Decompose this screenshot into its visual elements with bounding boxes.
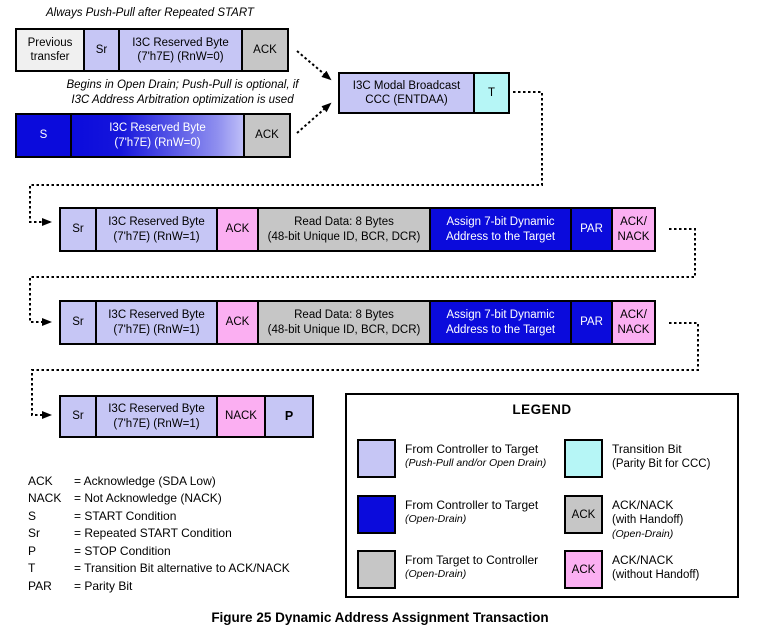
box-ack-nack: ACK/ NACK bbox=[611, 300, 656, 345]
definition-text: = Acknowledge (SDA Low) bbox=[74, 473, 216, 488]
box-read-data: Read Data: 8 Bytes (48-bit Unique ID, BC… bbox=[257, 300, 431, 345]
legend-sublabel: (Open-Drain) bbox=[405, 513, 467, 525]
transfer-row-entdaa: I3C Modal Broadcast CCC (ENTDAA) T bbox=[338, 72, 510, 114]
box-i3c-reserved-byte-r: I3C Reserved Byte (7'h7E) (RnW=1) bbox=[95, 207, 218, 252]
box-sr: Sr bbox=[59, 300, 97, 345]
annotation-push-pull-after-start: Always Push-Pull after Repeated START bbox=[46, 7, 254, 19]
definition-text: = START Condition bbox=[74, 508, 177, 523]
definition-term: PAR bbox=[28, 578, 52, 593]
legend-item-ack-with-handoff: ACK ACK/NACK (with Handoff) (Open-Drain) bbox=[564, 495, 683, 542]
definition-s: S = START Condition bbox=[28, 507, 290, 525]
box-start: S bbox=[15, 113, 72, 158]
legend-label: From Controller to Target bbox=[405, 442, 539, 456]
definition-term: Sr bbox=[28, 526, 40, 541]
legend-swatch-blue bbox=[357, 495, 396, 534]
definition-term: ACK bbox=[28, 473, 53, 488]
box-sr: Sr bbox=[83, 28, 120, 72]
box-modal-broadcast-ccc: I3C Modal Broadcast CCC (ENTDAA) bbox=[338, 72, 475, 114]
box-previous-transfer: Previous transfer bbox=[15, 28, 85, 72]
legend-label: ACK/NACK bbox=[612, 553, 674, 567]
box-i3c-reserved-byte-gradient: I3C Reserved Byte (7'h7E) (RnW=0) bbox=[70, 113, 245, 158]
legend-item-ack-without-handoff: ACK ACK/NACK (without Handoff) bbox=[564, 550, 699, 589]
legend-label: From Target to Controller bbox=[405, 553, 539, 567]
legend-label: ACK/NACK bbox=[612, 498, 674, 512]
box-i3c-reserved-byte-r: I3C Reserved Byte (7'h7E) (RnW=1) bbox=[95, 395, 218, 438]
legend-swatch-pink-ack: ACK bbox=[564, 550, 603, 589]
box-read-data: Read Data: 8 Bytes (48-bit Unique ID, BC… bbox=[257, 207, 431, 252]
definition-t: T = Transition Bit alternative to ACK/NAC… bbox=[28, 560, 290, 578]
definition-sr: Sr = Repeated START Condition bbox=[28, 525, 290, 543]
box-ack-nack: ACK/ NACK bbox=[611, 207, 656, 252]
transfer-row-start: S I3C Reserved Byte (7'h7E) (RnW=0) ACK bbox=[15, 113, 291, 158]
box-parity: PAR bbox=[570, 207, 613, 252]
legend-item-controller-push-pull: From Controller to Target (Push-Pull and… bbox=[357, 439, 546, 478]
definition-par: PAR = Parity Bit bbox=[28, 577, 290, 595]
legend-label: Transition Bit bbox=[612, 442, 682, 456]
box-sr: Sr bbox=[59, 395, 97, 438]
definition-term: NACK bbox=[28, 491, 62, 506]
legend-sublabel: (with Handoff) bbox=[612, 514, 684, 526]
legend-item-target-to-controller: From Target to Controller (Open-Drain) bbox=[357, 550, 538, 589]
box-sr: Sr bbox=[59, 207, 97, 252]
definition-text: = Parity Bit bbox=[74, 578, 133, 593]
legend-swatch-gray-ack: ACK bbox=[564, 495, 603, 534]
definition-term: S bbox=[28, 508, 37, 523]
legend-title: LEGEND bbox=[512, 402, 572, 417]
box-nack: NACK bbox=[216, 395, 266, 438]
legend-sublabel: (Parity Bit for CCC) bbox=[612, 458, 711, 470]
box-assign-address: Assign 7-bit Dynamic Address to the Targ… bbox=[429, 300, 572, 345]
box-ack: ACK bbox=[216, 300, 259, 345]
definition-text: = Repeated START Condition bbox=[74, 526, 232, 541]
legend-box: LEGEND From Controller to Target (Push-P… bbox=[345, 393, 739, 598]
legend-swatch-gray bbox=[357, 550, 396, 589]
legend-swatch-cyan bbox=[564, 439, 603, 478]
definition-text: = Not Acknowledge (NACK) bbox=[74, 491, 222, 506]
legend-sublabel: (without Handoff) bbox=[612, 569, 700, 581]
annotation-open-drain-optional: Begins in Open Drain; Push-Pull is optio… bbox=[66, 79, 299, 106]
box-ack-handoff: ACK bbox=[241, 28, 289, 72]
transfer-row-repeated-start: Previous transfer Sr I3C Reserved Byte (… bbox=[15, 28, 289, 72]
legend-sublabel-italic: (Open-Drain) bbox=[612, 527, 674, 540]
box-i3c-reserved-byte-r: I3C Reserved Byte (7'h7E) (RnW=1) bbox=[95, 300, 218, 345]
transfer-row-daa-1: Sr I3C Reserved Byte (7'h7E) (RnW=1) ACK… bbox=[59, 207, 656, 252]
box-ack-handoff: ACK bbox=[243, 113, 291, 158]
box-transition-bit: T bbox=[473, 72, 510, 114]
transfer-row-exit: Sr I3C Reserved Byte (7'h7E) (RnW=1) NAC… bbox=[59, 395, 314, 438]
figure-caption: Figure 25 Dynamic Address Assignment Tra… bbox=[211, 610, 549, 625]
definition-nack: NACK = Not Acknowledge (NACK) bbox=[28, 490, 290, 508]
box-stop: P bbox=[264, 395, 314, 438]
legend-sublabel: (Push-Pull and/or Open Drain) bbox=[405, 457, 547, 469]
definition-term: T bbox=[28, 561, 36, 576]
definition-p: P = STOP Condition bbox=[28, 542, 290, 560]
legend-item-controller-open-drain: From Controller to Target (Open-Drain) bbox=[357, 495, 538, 534]
legend-sublabel: (Open-Drain) bbox=[405, 568, 467, 580]
definition-text: = STOP Condition bbox=[74, 543, 171, 558]
abbreviation-definitions: ACK = Acknowledge (SDA Low) NACK = Not Ack… bbox=[28, 472, 290, 595]
definition-term: P bbox=[28, 543, 37, 558]
box-ack: ACK bbox=[216, 207, 259, 252]
box-parity: PAR bbox=[570, 300, 613, 345]
box-assign-address: Assign 7-bit Dynamic Address to the Targ… bbox=[429, 207, 572, 252]
definition-ack: ACK = Acknowledge (SDA Low) bbox=[28, 472, 290, 490]
legend-item-transition-bit: Transition Bit (Parity Bit for CCC) bbox=[564, 439, 710, 478]
legend-swatch-lavender bbox=[357, 439, 396, 478]
legend-label: From Controller to Target bbox=[405, 498, 539, 512]
transfer-row-daa-2: Sr I3C Reserved Byte (7'h7E) (RnW=1) ACK… bbox=[59, 300, 656, 345]
box-i3c-reserved-byte-w: I3C Reserved Byte (7'h7E) (RnW=0) bbox=[118, 28, 243, 72]
definition-text: = Transition Bit alternative to ACK/NACK bbox=[74, 561, 290, 576]
